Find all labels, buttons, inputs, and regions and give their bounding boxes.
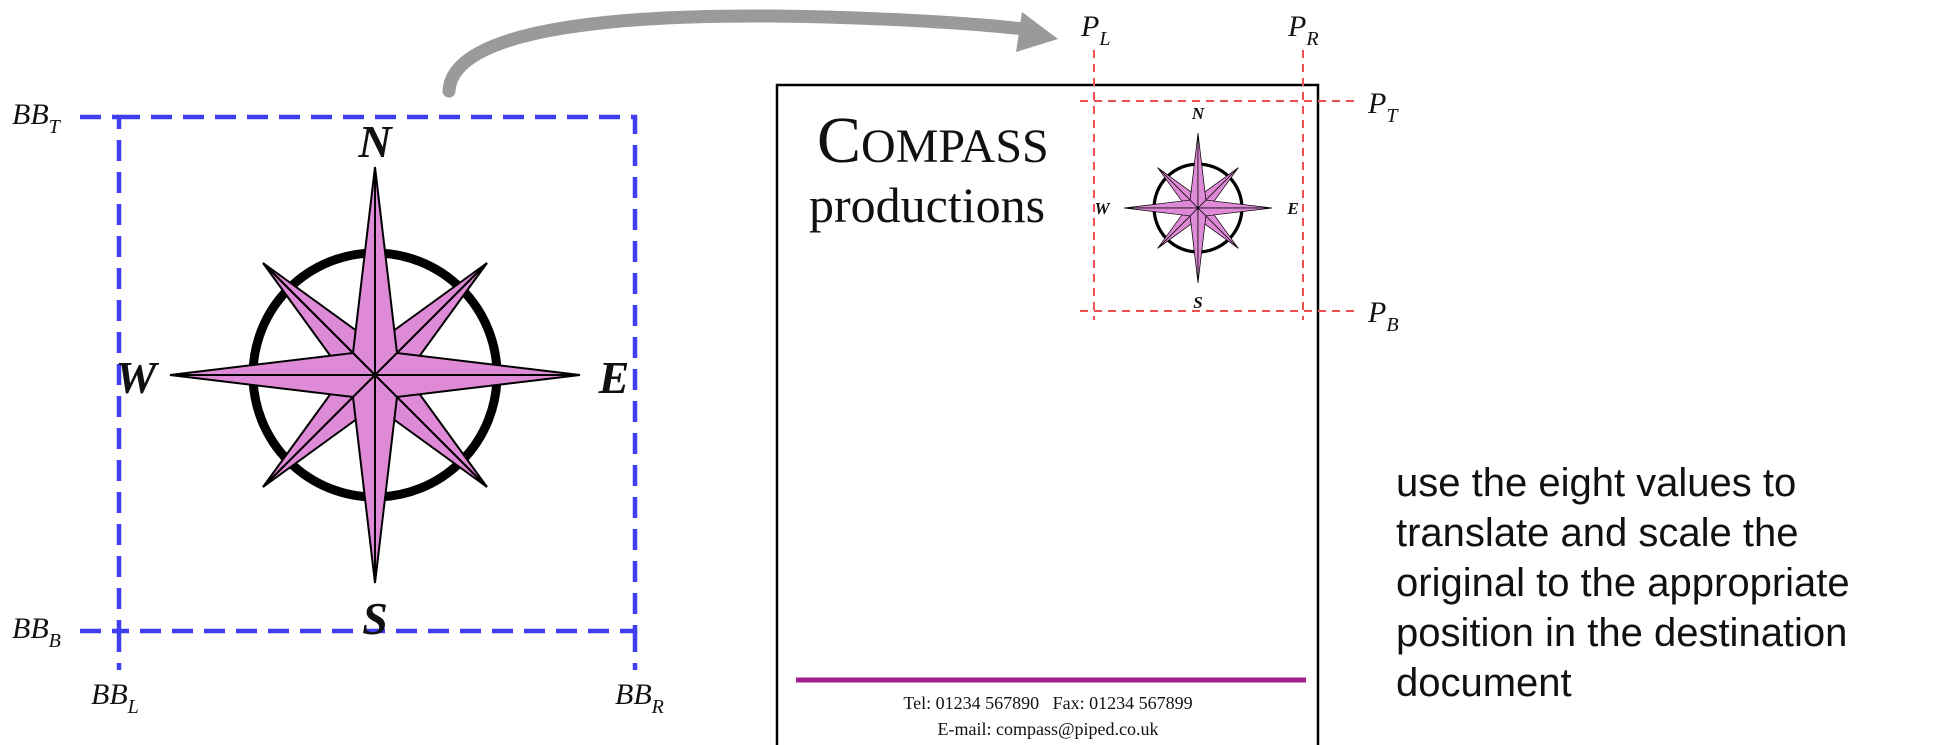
placed-compass-label-n: N	[1191, 104, 1205, 123]
source-bounding-box	[116, 114, 638, 634]
placed-compass-label-e: E	[1286, 199, 1298, 218]
compass-label-w: W	[116, 352, 160, 403]
label-bb-left: BBL	[91, 678, 139, 718]
destination-document: COMPASS productions N S W E Tel: 01234 5…	[775, 83, 1320, 745]
footer-contact-line: Tel: 01234 567890 Fax: 01234 567899	[903, 693, 1192, 713]
label-bb-bottom: BBB	[12, 612, 61, 652]
brand-subtitle: productions	[809, 177, 1045, 233]
source-compass-panel: N S W E BBT BBB BBL BBR	[12, 98, 664, 718]
svg-text:PL: PL	[1080, 10, 1110, 50]
placed-compass-label-w: W	[1094, 199, 1111, 218]
placement-guides	[1080, 50, 1360, 320]
placed-compass-label-s: S	[1193, 293, 1202, 312]
svg-text:BBR: BBR	[615, 678, 664, 718]
svg-text:PT: PT	[1367, 87, 1399, 127]
label-bb-right: BBR	[615, 678, 664, 718]
compass-rose-icon	[170, 167, 580, 583]
label-p-left: PL	[1080, 10, 1110, 50]
svg-text:BBL: BBL	[91, 678, 139, 718]
document-border	[775, 83, 1320, 745]
label-p-bottom: PB	[1367, 296, 1399, 336]
placed-compass-icon	[1122, 131, 1274, 285]
explanation-caption: use the eight values to translate and sc…	[1396, 461, 1850, 705]
compass-label-s: S	[362, 593, 388, 644]
label-p-top: PT	[1367, 87, 1399, 127]
brand-title: COMPASS	[817, 104, 1049, 177]
svg-text:BBT: BBT	[12, 98, 62, 138]
svg-text:BBB: BBB	[12, 612, 61, 652]
compass-label-e: E	[598, 352, 630, 403]
label-p-right: PR	[1287, 10, 1319, 50]
curved-arrow-icon	[442, 9, 1058, 98]
footer-email-line: E-mail: compass@piped.co.uk	[937, 719, 1158, 739]
svg-text:PR: PR	[1287, 10, 1319, 50]
label-bb-top: BBT	[12, 98, 62, 138]
compass-label-n: N	[357, 116, 393, 167]
svg-text:PB: PB	[1367, 296, 1399, 336]
